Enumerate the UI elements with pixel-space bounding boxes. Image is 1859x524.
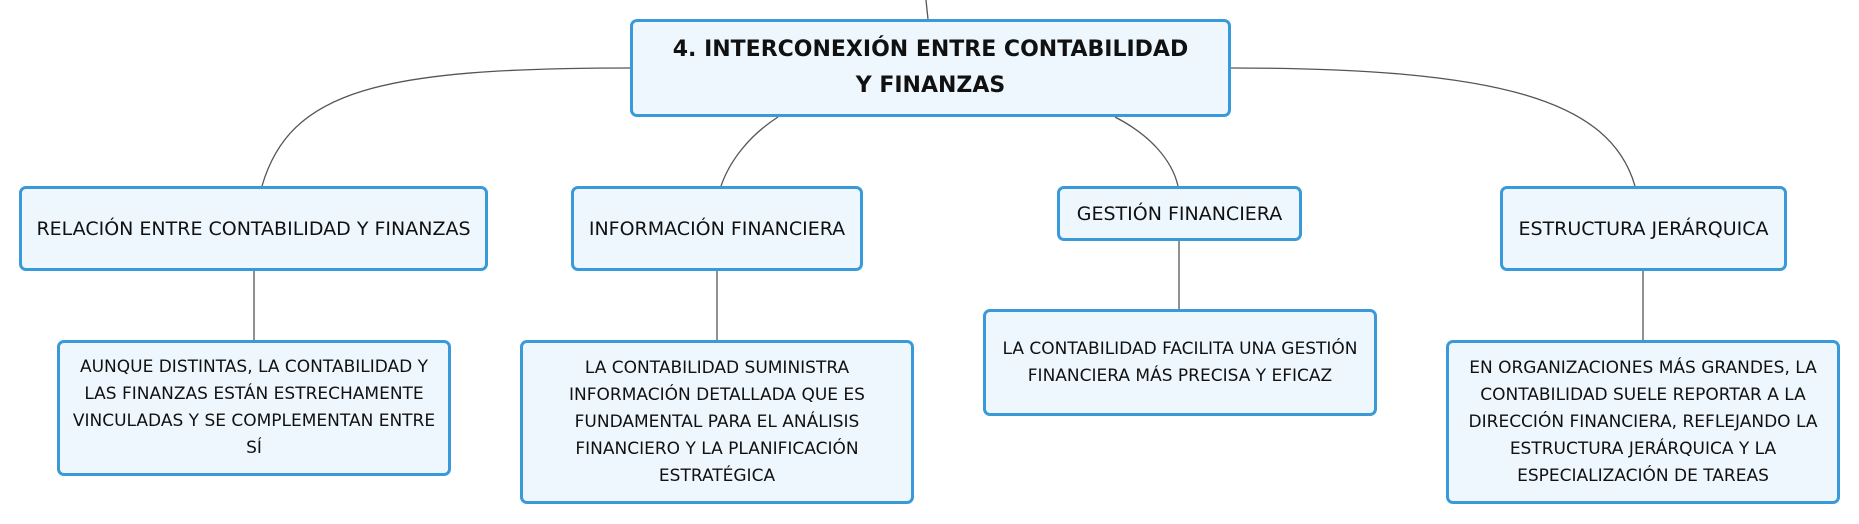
topic-informacion-financiera[interactable]: INFORMACIÓN FINANCIERA — [571, 186, 863, 271]
topic-label: GESTIÓN FINANCIERA — [1076, 202, 1283, 225]
topic-estructura-jerarquica[interactable]: ESTRUCTURA JERÁRQUICA — [1500, 186, 1787, 271]
topic-label: RELACIÓN ENTRE CONTABILIDAD Y FINANZAS — [36, 217, 471, 240]
detail-informacion-financiera[interactable]: LA CONTABILIDAD SUMINISTRA INFORMACIÓN D… — [520, 340, 914, 504]
detail-text: AUNQUE DISTINTAS, LA CONTABILIDAD Y LAS … — [72, 357, 436, 458]
root-node[interactable]: 4. INTERCONEXIÓN ENTRE CONTABILIDAD Y FI… — [630, 19, 1231, 117]
detail-text: LA CONTABILIDAD SUMINISTRA INFORMACIÓN D… — [569, 357, 865, 486]
parent-connector — [925, 0, 929, 20]
topic-gestion-financiera[interactable]: GESTIÓN FINANCIERA — [1057, 186, 1302, 241]
detail-relacion[interactable]: AUNQUE DISTINTAS, LA CONTABILIDAD Y LAS … — [57, 340, 451, 476]
connector-root-relacion — [261, 67, 631, 187]
connector-root-estructura — [1230, 67, 1636, 187]
detail-estructura-jerarquica[interactable]: EN ORGANIZACIONES MÁS GRANDES, LA CONTAB… — [1446, 340, 1840, 504]
topic-relacion[interactable]: RELACIÓN ENTRE CONTABILIDAD Y FINANZAS — [19, 186, 488, 271]
root-label: 4. INTERCONEXIÓN ENTRE CONTABILIDAD Y FI… — [672, 37, 1189, 98]
detail-gestion-financiera[interactable]: LA CONTABILIDAD FACILITA UNA GESTIÓN FIN… — [983, 309, 1377, 416]
topic-label: INFORMACIÓN FINANCIERA — [588, 217, 846, 240]
topic-label: ESTRUCTURA JERÁRQUICA — [1518, 217, 1769, 240]
detail-text: EN ORGANIZACIONES MÁS GRANDES, LA CONTAB… — [1468, 357, 1818, 486]
detail-text: LA CONTABILIDAD FACILITA UNA GESTIÓN FIN… — [1002, 338, 1358, 386]
connector-root-gestion — [1114, 116, 1179, 187]
connector-root-informacion — [720, 116, 779, 187]
